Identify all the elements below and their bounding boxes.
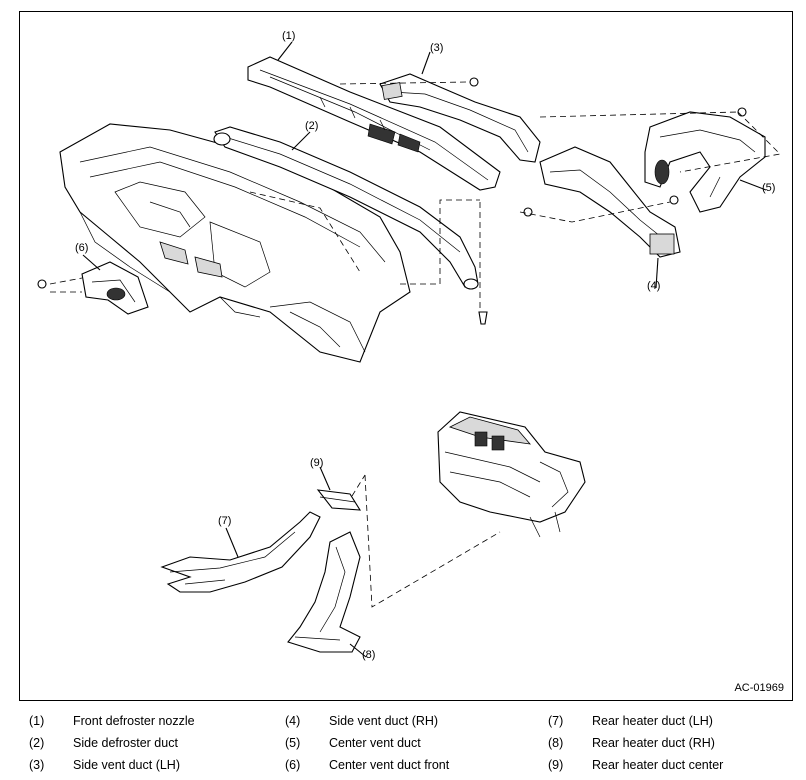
side-defroster-duct — [213, 126, 479, 290]
center-vent-duct-front — [81, 261, 149, 315]
side-vent-duct-lh — [379, 73, 541, 163]
front-defroster-nozzle — [247, 56, 501, 191]
callout-7: (7) — [218, 515, 232, 527]
callout-6: (6) — [75, 242, 89, 254]
legend-item: (7)Rear heater duct (LH) — [548, 714, 713, 728]
side-vent-duct-rh — [539, 146, 681, 258]
callout-3: (3) — [430, 42, 444, 54]
instrument-panel — [59, 123, 411, 363]
legend-item: (8)Rear heater duct (RH) — [548, 736, 715, 750]
legend-item: (4)Side vent duct (RH) — [285, 714, 439, 728]
legend-item: (9)Rear heater duct center — [548, 758, 724, 772]
fasteners — [37, 77, 747, 325]
callout-1: (1) — [282, 30, 296, 42]
callout-5: (5) — [762, 182, 776, 194]
rear-heater-duct-center — [316, 489, 362, 511]
legend-item: (3)Side vent duct (LH) — [29, 758, 180, 772]
heater-unit — [437, 411, 586, 538]
callout-4: (4) — [647, 280, 661, 292]
legend-item: (5)Center vent duct — [285, 736, 421, 750]
assembly-lines — [49, 81, 781, 608]
leader-lines — [82, 41, 767, 658]
legend-item: (6)Center vent duct front — [285, 758, 450, 772]
diagram-frame: (1) (3) (2) (5) (4) (6) (9) (7) (8) AC-0… — [19, 11, 793, 701]
exploded-view-drawing — [37, 41, 781, 658]
center-vent-duct — [644, 111, 766, 213]
legend-item: (1)Front defroster nozzle — [29, 714, 195, 728]
callout-9: (9) — [310, 457, 324, 469]
callout-2: (2) — [305, 120, 319, 132]
figure-code: AC-01969 — [734, 682, 784, 694]
callout-8: (8) — [362, 649, 376, 661]
rear-heater-duct-lh — [160, 511, 321, 593]
legend-item: (2)Side defroster duct — [29, 736, 178, 750]
rear-heater-duct-rh — [287, 531, 361, 653]
parts-legend: (1)Front defroster nozzle (2)Side defros… — [0, 706, 806, 780]
